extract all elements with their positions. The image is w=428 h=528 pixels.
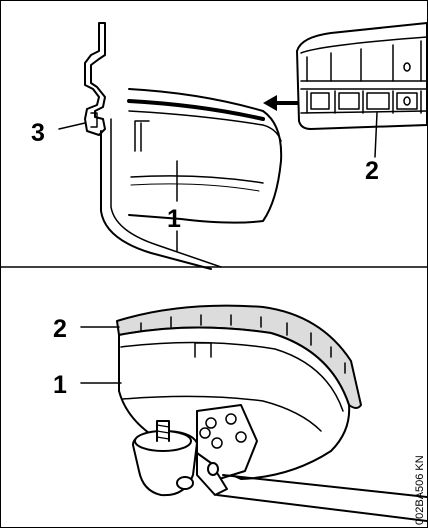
leader-line-3 <box>58 122 86 130</box>
mounted-strip-teeth <box>140 314 346 374</box>
guard-rim-band <box>128 110 282 142</box>
attachment-strip-top-lip <box>300 36 427 54</box>
top-panel: 3 2 1 <box>1 22 427 270</box>
attachment-strip-middle <box>300 80 427 90</box>
bottom-panel: 2 1 <box>53 304 427 522</box>
guard-curve-lower <box>130 183 260 192</box>
insert-direction-arrow <box>263 95 299 111</box>
guard-upper-rim <box>127 99 265 121</box>
strip-segments <box>306 40 422 114</box>
housing-rail-profile <box>84 22 106 136</box>
mounted-guard-rim <box>120 341 344 412</box>
callout-label-2: 2 <box>365 157 379 185</box>
attachment-strip-bottom <box>300 110 427 114</box>
drive-shaft-end <box>176 476 194 490</box>
mounted-guard-curve <box>122 395 322 432</box>
callout-label-3: 3 <box>31 119 45 147</box>
guard-curve <box>130 175 264 184</box>
housing-wall-outer <box>100 130 212 270</box>
mounting-bolts <box>199 413 247 449</box>
mounted-guard-slot <box>194 342 212 358</box>
callout-label-1: 1 <box>167 205 181 233</box>
shaft-tube-lower <box>216 494 427 522</box>
guard-slot <box>134 120 150 152</box>
reference-code: 002BA506 KN <box>414 455 426 525</box>
clamp-screw <box>207 462 219 476</box>
callout-label-1: 1 <box>53 371 67 399</box>
leader-line-2-top <box>374 112 378 158</box>
shaft-tube-upper <box>222 474 427 498</box>
spindle-thread <box>156 424 170 440</box>
callout-label-2: 2 <box>53 315 67 343</box>
housing-rail-inner <box>90 112 98 128</box>
housing-wall-inner <box>110 118 222 268</box>
